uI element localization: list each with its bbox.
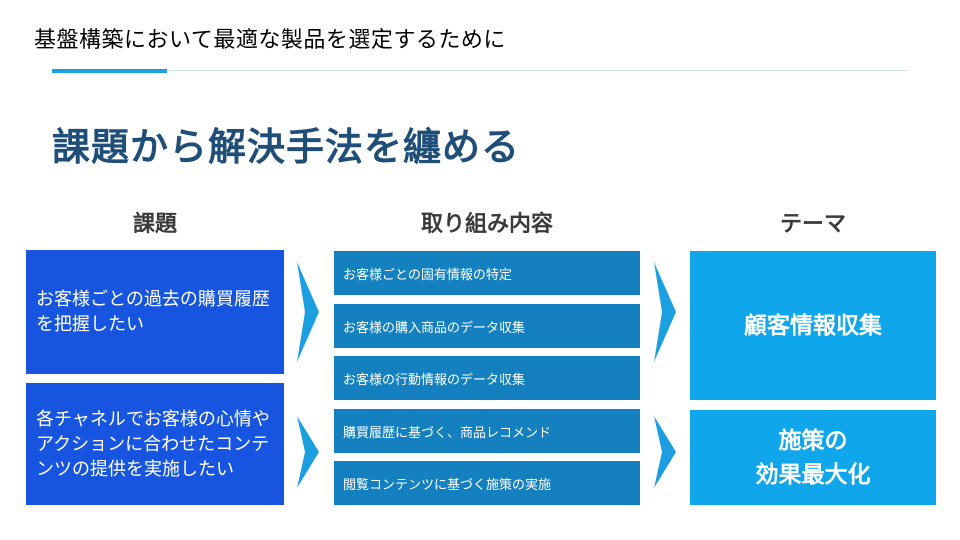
column-heading-issues: 課題 bbox=[132, 212, 177, 237]
slide-header: 基盤構築において最適な製品を選定するために bbox=[34, 28, 506, 53]
chevron-right-icon bbox=[297, 416, 319, 488]
action-item: お客様ごとの固有情報の特定 bbox=[334, 251, 640, 295]
header-accent-bar bbox=[52, 69, 167, 73]
chevron-right-icon bbox=[654, 262, 676, 362]
column-heading-actions: 取り組み内容 bbox=[420, 212, 553, 237]
action-text: 閲覧コンテンツに基づく施策の実施 bbox=[343, 477, 552, 493]
action-item: お客様の購入商品のデータ収集 bbox=[334, 304, 640, 348]
issue-box: お客様ごとの過去の購買履歴を把握したい bbox=[26, 250, 284, 374]
theme-text-line1: 顧客情報収集 bbox=[744, 312, 882, 339]
action-item: 購買履歴に基づく、商品レコメンド bbox=[334, 409, 640, 453]
page-title: 課題から解決手法を纏める bbox=[52, 125, 521, 169]
action-item: お客様の行動情報のデータ収集 bbox=[334, 356, 640, 400]
action-text: お客様の購入商品のデータ収集 bbox=[343, 320, 526, 336]
column-heading-themes: テーマ bbox=[779, 212, 846, 237]
chevron-right-icon bbox=[654, 416, 676, 488]
theme-text-line2: 効果最大化 bbox=[755, 461, 871, 488]
issue-box: 各チャネルでお客様の心情やアクションに合わせたコンテンツの提供を実施したい bbox=[26, 383, 284, 505]
theme-text-line1: 施策の bbox=[778, 427, 848, 454]
header-divider bbox=[52, 70, 908, 71]
issue-text: お客様ごとの過去の購買履歴を把握したい bbox=[36, 289, 270, 335]
action-item: 閲覧コンテンツに基づく施策の実施 bbox=[334, 461, 640, 505]
theme-box: 施策の 効果最大化 bbox=[690, 410, 936, 505]
action-text: お客様ごとの固有情報の特定 bbox=[343, 267, 512, 283]
issue-text: 各チャネルでお客様の心情やアクションに合わせたコンテンツの提供を実施したい bbox=[36, 408, 270, 480]
chevron-right-icon bbox=[297, 262, 319, 362]
action-text: 購買履歴に基づく、商品レコメンド bbox=[343, 425, 552, 441]
theme-box: 顧客情報収集 bbox=[690, 251, 936, 400]
action-text: お客様の行動情報のデータ収集 bbox=[343, 372, 526, 388]
